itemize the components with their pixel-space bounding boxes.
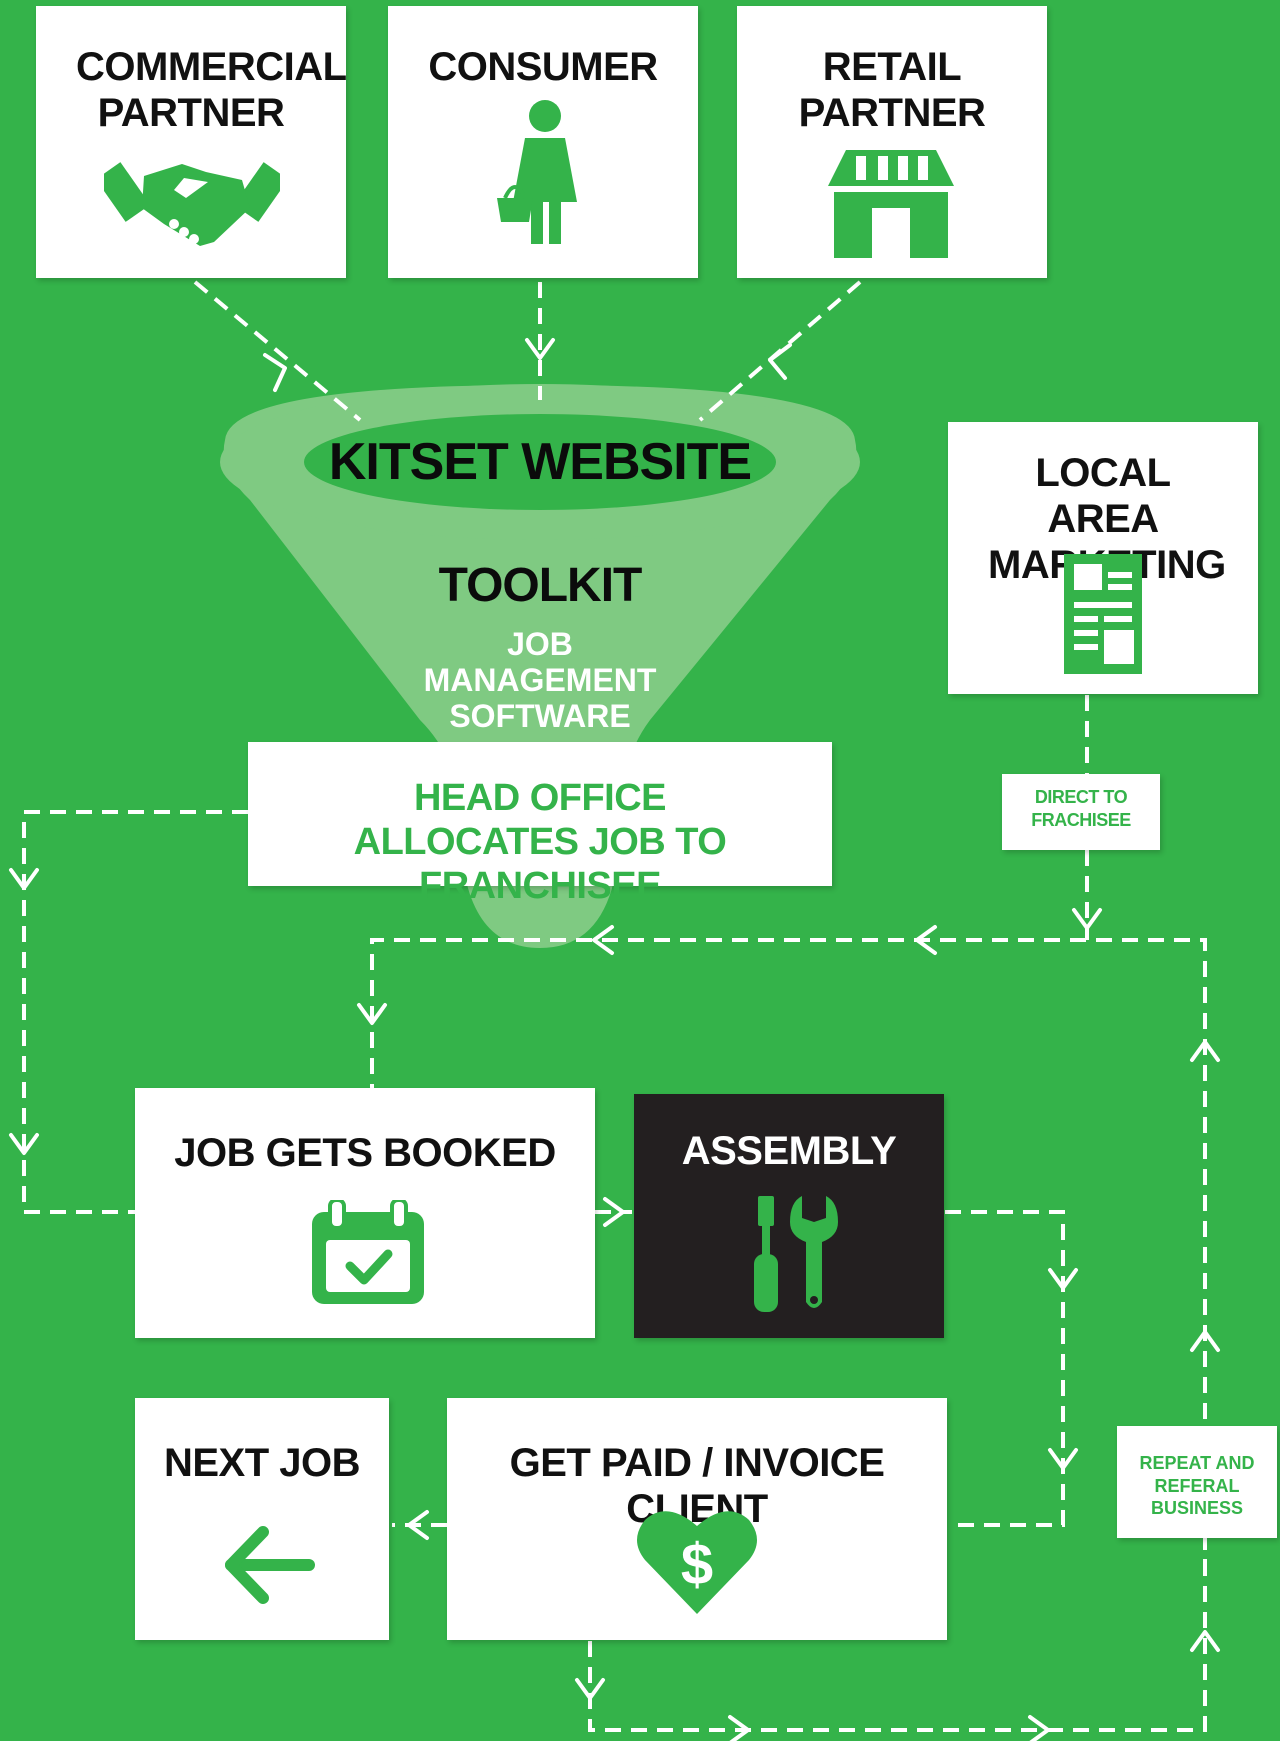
repeat-referral-box: REPEAT AND REFERAL BUSINESS [1117, 1426, 1277, 1538]
job-management-software-label: JOB MANAGEMENT SOFTWARE [423, 626, 657, 734]
next-job-box: NEXT JOB [135, 1398, 389, 1640]
direct-to-franchisee-label: DIRECT TO FRACHISEE [1031, 787, 1131, 830]
source-commercial-partner: COMMERCIAL PARTNER [36, 6, 347, 278]
commercial-partner-label: COMMERCIAL PARTNER [76, 45, 347, 135]
job-booked-label: JOB GETS BOOKED [174, 1131, 556, 1175]
local-marketing-label: LOCAL AREA MARKETING [988, 451, 1226, 587]
retail-partner-label: RETAIL PARTNER [798, 45, 986, 135]
consumer-label: CONSUMER [428, 45, 658, 89]
head-office-label: HEAD OFFICE ALLOCATES JOB TO FRANCHISEE [353, 777, 727, 907]
storefront-icon [828, 150, 954, 258]
get-paid-box: GET PAID / INVOICE CLIENT $ [447, 1398, 947, 1640]
calendar-check-icon [312, 1200, 424, 1304]
kitset-website-label: KITSET WEBSITE [328, 433, 752, 491]
source-consumer: CONSUMER [388, 6, 698, 278]
arrow-left-icon [225, 1526, 315, 1604]
head-office-box: HEAD OFFICE ALLOCATES JOB TO FRANCHISEE [248, 742, 832, 907]
svg-text:$: $ [681, 1532, 713, 1597]
source-retail-partner: RETAIL PARTNER [737, 6, 1047, 278]
website-ellipse [304, 414, 776, 510]
repeat-referral-label: REPEAT AND REFERAL BUSINESS [1139, 1453, 1255, 1518]
local-marketing-box: LOCAL AREA MARKETING [948, 422, 1258, 694]
job-booked-box: JOB GETS BOOKED [135, 1088, 595, 1338]
assembly-box: ASSEMBLY [634, 1094, 944, 1338]
assembly-label: ASSEMBLY [681, 1129, 897, 1173]
direct-to-franchisee-box: DIRECT TO FRACHISEE [1002, 774, 1160, 850]
tools-icon [754, 1196, 838, 1312]
next-job-label: NEXT JOB [163, 1441, 361, 1485]
heart-dollar-icon: $ [637, 1511, 757, 1614]
handshake-icon [104, 162, 280, 246]
toolkit-label: TOOLKIT [438, 559, 643, 612]
shopper-icon [497, 100, 577, 244]
flyer-icon [1064, 554, 1142, 674]
